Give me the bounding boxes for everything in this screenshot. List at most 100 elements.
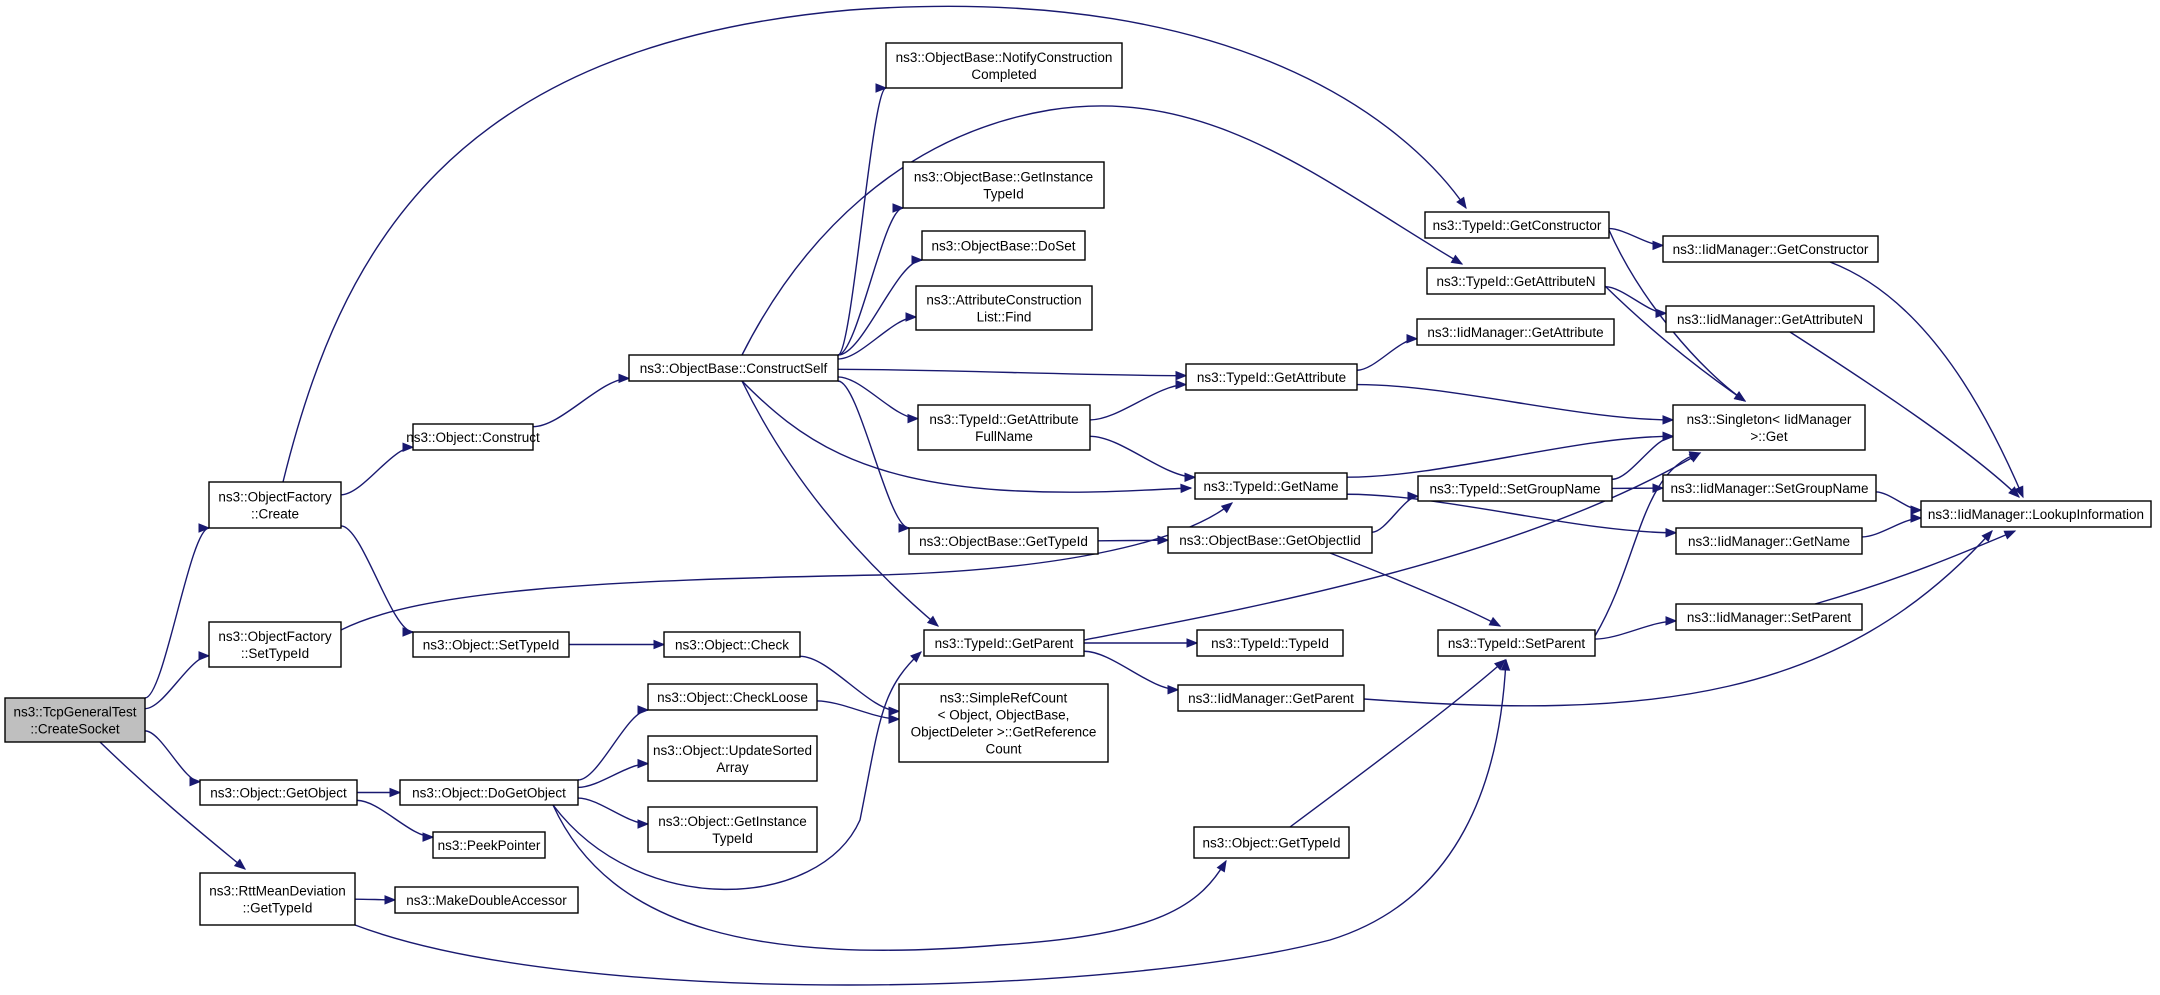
node-box[interactable] [1662, 235, 1879, 263]
node-box[interactable] [1416, 318, 1615, 346]
node-box[interactable] [647, 735, 818, 782]
node-t-getattribute[interactable]: ns3::TypeId::GetAttribute [1185, 363, 1358, 391]
node-box[interactable] [1662, 474, 1877, 502]
edge-o_getobject-to-peek [356, 799, 435, 842]
node-box[interactable] [1194, 472, 1348, 500]
node-iid-getname[interactable]: ns3::IidManager::GetName [1675, 527, 1863, 555]
node-o-checkloose[interactable]: ns3::Object::CheckLoose [647, 683, 818, 711]
node-box[interactable] [1675, 527, 1863, 555]
node-box[interactable] [394, 886, 579, 914]
node-t-getparent[interactable]: ns3::TypeId::GetParent [923, 629, 1085, 657]
node-t-getconstructor[interactable]: ns3::TypeId::GetConstructor [1424, 211, 1610, 239]
node-srefcount[interactable]: ns3::SimpleRefCount< Object, ObjectBase,… [898, 683, 1109, 763]
node-t-setgroupname[interactable]: ns3::TypeId::SetGroupName [1417, 475, 1613, 502]
node-ob-gettypeid[interactable]: ns3::ObjectBase::GetTypeId [908, 527, 1099, 555]
node-iid-lookup[interactable]: ns3::IidManager::LookupInformation [1920, 500, 2152, 528]
node-box[interactable] [4, 697, 146, 743]
edge-t_getattribute-to-iid_getattribute [1356, 334, 1419, 371]
node-t-getattributen[interactable]: ns3::TypeId::GetAttributeN [1426, 267, 1606, 295]
node-box[interactable] [208, 481, 342, 529]
node-label-line: ns3::Object::GetInstance [658, 814, 807, 829]
node-o-getobject[interactable]: ns3::Object::GetObject [199, 779, 358, 806]
node-box[interactable] [1920, 500, 2152, 528]
node-o-settypeid[interactable]: ns3::Object::SetTypeId [412, 631, 570, 658]
edge-line [340, 502, 1233, 631]
node-o-construct[interactable]: ns3::Object::Construct [406, 423, 540, 451]
node-box[interactable] [1665, 305, 1875, 333]
node-peek[interactable]: ns3::PeekPointer [432, 831, 546, 859]
node-box[interactable] [1675, 603, 1863, 631]
node-ob-notify[interactable]: ns3::ObjectBase::NotifyConstructionCompl… [885, 42, 1123, 89]
node-box[interactable] [885, 42, 1123, 89]
node-box[interactable] [902, 161, 1105, 209]
node-box[interactable] [199, 872, 356, 926]
node-label-line: ns3::TypeId::GetName [1203, 479, 1338, 494]
node-iid-getattributen[interactable]: ns3::IidManager::GetAttributeN [1665, 305, 1875, 333]
node-iid-getattribute[interactable]: ns3::IidManager::GetAttribute [1416, 318, 1615, 346]
node-box[interactable] [412, 423, 534, 451]
node-iid-getparent[interactable]: ns3::IidManager::GetParent [1177, 684, 1365, 712]
node-box[interactable] [1417, 475, 1613, 502]
node-box[interactable] [647, 806, 818, 853]
node-box[interactable] [432, 831, 546, 859]
node-box[interactable] [898, 683, 1109, 763]
node-box[interactable] [199, 779, 358, 806]
node-label-line: < Object, ObjectBase, [938, 708, 1070, 723]
node-ob-getobjectiid[interactable]: ns3::ObjectBase::GetObjectIid [1167, 526, 1373, 554]
node-iid-setgroupname[interactable]: ns3::IidManager::SetGroupName [1662, 474, 1877, 502]
node-iid-getconstructor[interactable]: ns3::IidManager::GetConstructor [1662, 235, 1879, 263]
node-box[interactable] [1426, 267, 1606, 295]
node-box[interactable] [921, 230, 1086, 261]
edge-o_dogetobject-to-o_gettypeid [552, 804, 1227, 951]
node-iid-setparent[interactable]: ns3::IidManager::SetParent [1675, 603, 1863, 631]
node-t-getname[interactable]: ns3::TypeId::GetName [1194, 472, 1348, 500]
node-box[interactable] [1196, 629, 1344, 657]
edge-line [1329, 552, 1501, 627]
node-box[interactable] [917, 404, 1091, 451]
node-box[interactable] [647, 683, 818, 711]
node-box[interactable] [663, 631, 801, 658]
edge-line [1829, 261, 2024, 498]
edge-t_getname-to-singleton [1346, 431, 1675, 478]
node-box[interactable] [1424, 211, 1610, 239]
node-box[interactable] [1185, 363, 1358, 391]
node-box[interactable] [628, 354, 839, 382]
node-box[interactable] [1193, 826, 1350, 859]
node-rtt[interactable]: ns3::RttMeanDeviation::GetTypeId [199, 872, 356, 926]
node-of-settypeid[interactable]: ns3::ObjectFactory::SetTypeId [208, 621, 342, 668]
arrowhead-icon [1662, 431, 1675, 442]
node-box[interactable] [412, 631, 570, 658]
node-t-setparent[interactable]: ns3::TypeId::SetParent [1437, 629, 1596, 657]
node-box[interactable] [1177, 684, 1365, 712]
node-box[interactable] [399, 779, 579, 806]
node-label-line: ns3::Object::SetTypeId [423, 638, 560, 653]
node-singleton[interactable]: ns3::Singleton< IidManager>::Get [1672, 404, 1866, 451]
node-label-line: ns3::Object::Construct [406, 430, 540, 445]
node-ob-doset[interactable]: ns3::ObjectBase::DoSet [921, 230, 1086, 261]
node-box[interactable] [1167, 526, 1373, 554]
arrowhead-icon [911, 255, 924, 265]
node-box[interactable] [923, 629, 1085, 657]
node-o-gettypeid[interactable]: ns3::Object::GetTypeId [1193, 826, 1350, 859]
node-ob-constructself[interactable]: ns3::ObjectBase::ConstructSelf [628, 354, 839, 382]
edge-t_getattributen-to-singleton [1604, 285, 1747, 402]
node-t-typeid[interactable]: ns3::TypeId::TypeId [1196, 629, 1344, 657]
node-label-line: ns3::ObjectBase::GetTypeId [919, 534, 1088, 549]
node-box[interactable] [1437, 629, 1596, 657]
node-box[interactable] [908, 527, 1099, 555]
node-box[interactable] [208, 621, 342, 668]
arrowhead-icon [892, 203, 905, 213]
node-box[interactable] [915, 285, 1093, 331]
node-box[interactable] [1672, 404, 1866, 451]
node-o-dogetobject[interactable]: ns3::Object::DoGetObject [399, 779, 579, 806]
node-of-create[interactable]: ns3::ObjectFactory::Create [208, 481, 342, 529]
edge-t_getattrfull-to-t_getattribute [1089, 379, 1188, 421]
node-o-check[interactable]: ns3::Object::Check [663, 631, 801, 658]
node-mkdouble[interactable]: ns3::MakeDoubleAccessor [394, 886, 579, 914]
node-root[interactable]: ns3::TcpGeneralTest::CreateSocket [4, 697, 146, 743]
